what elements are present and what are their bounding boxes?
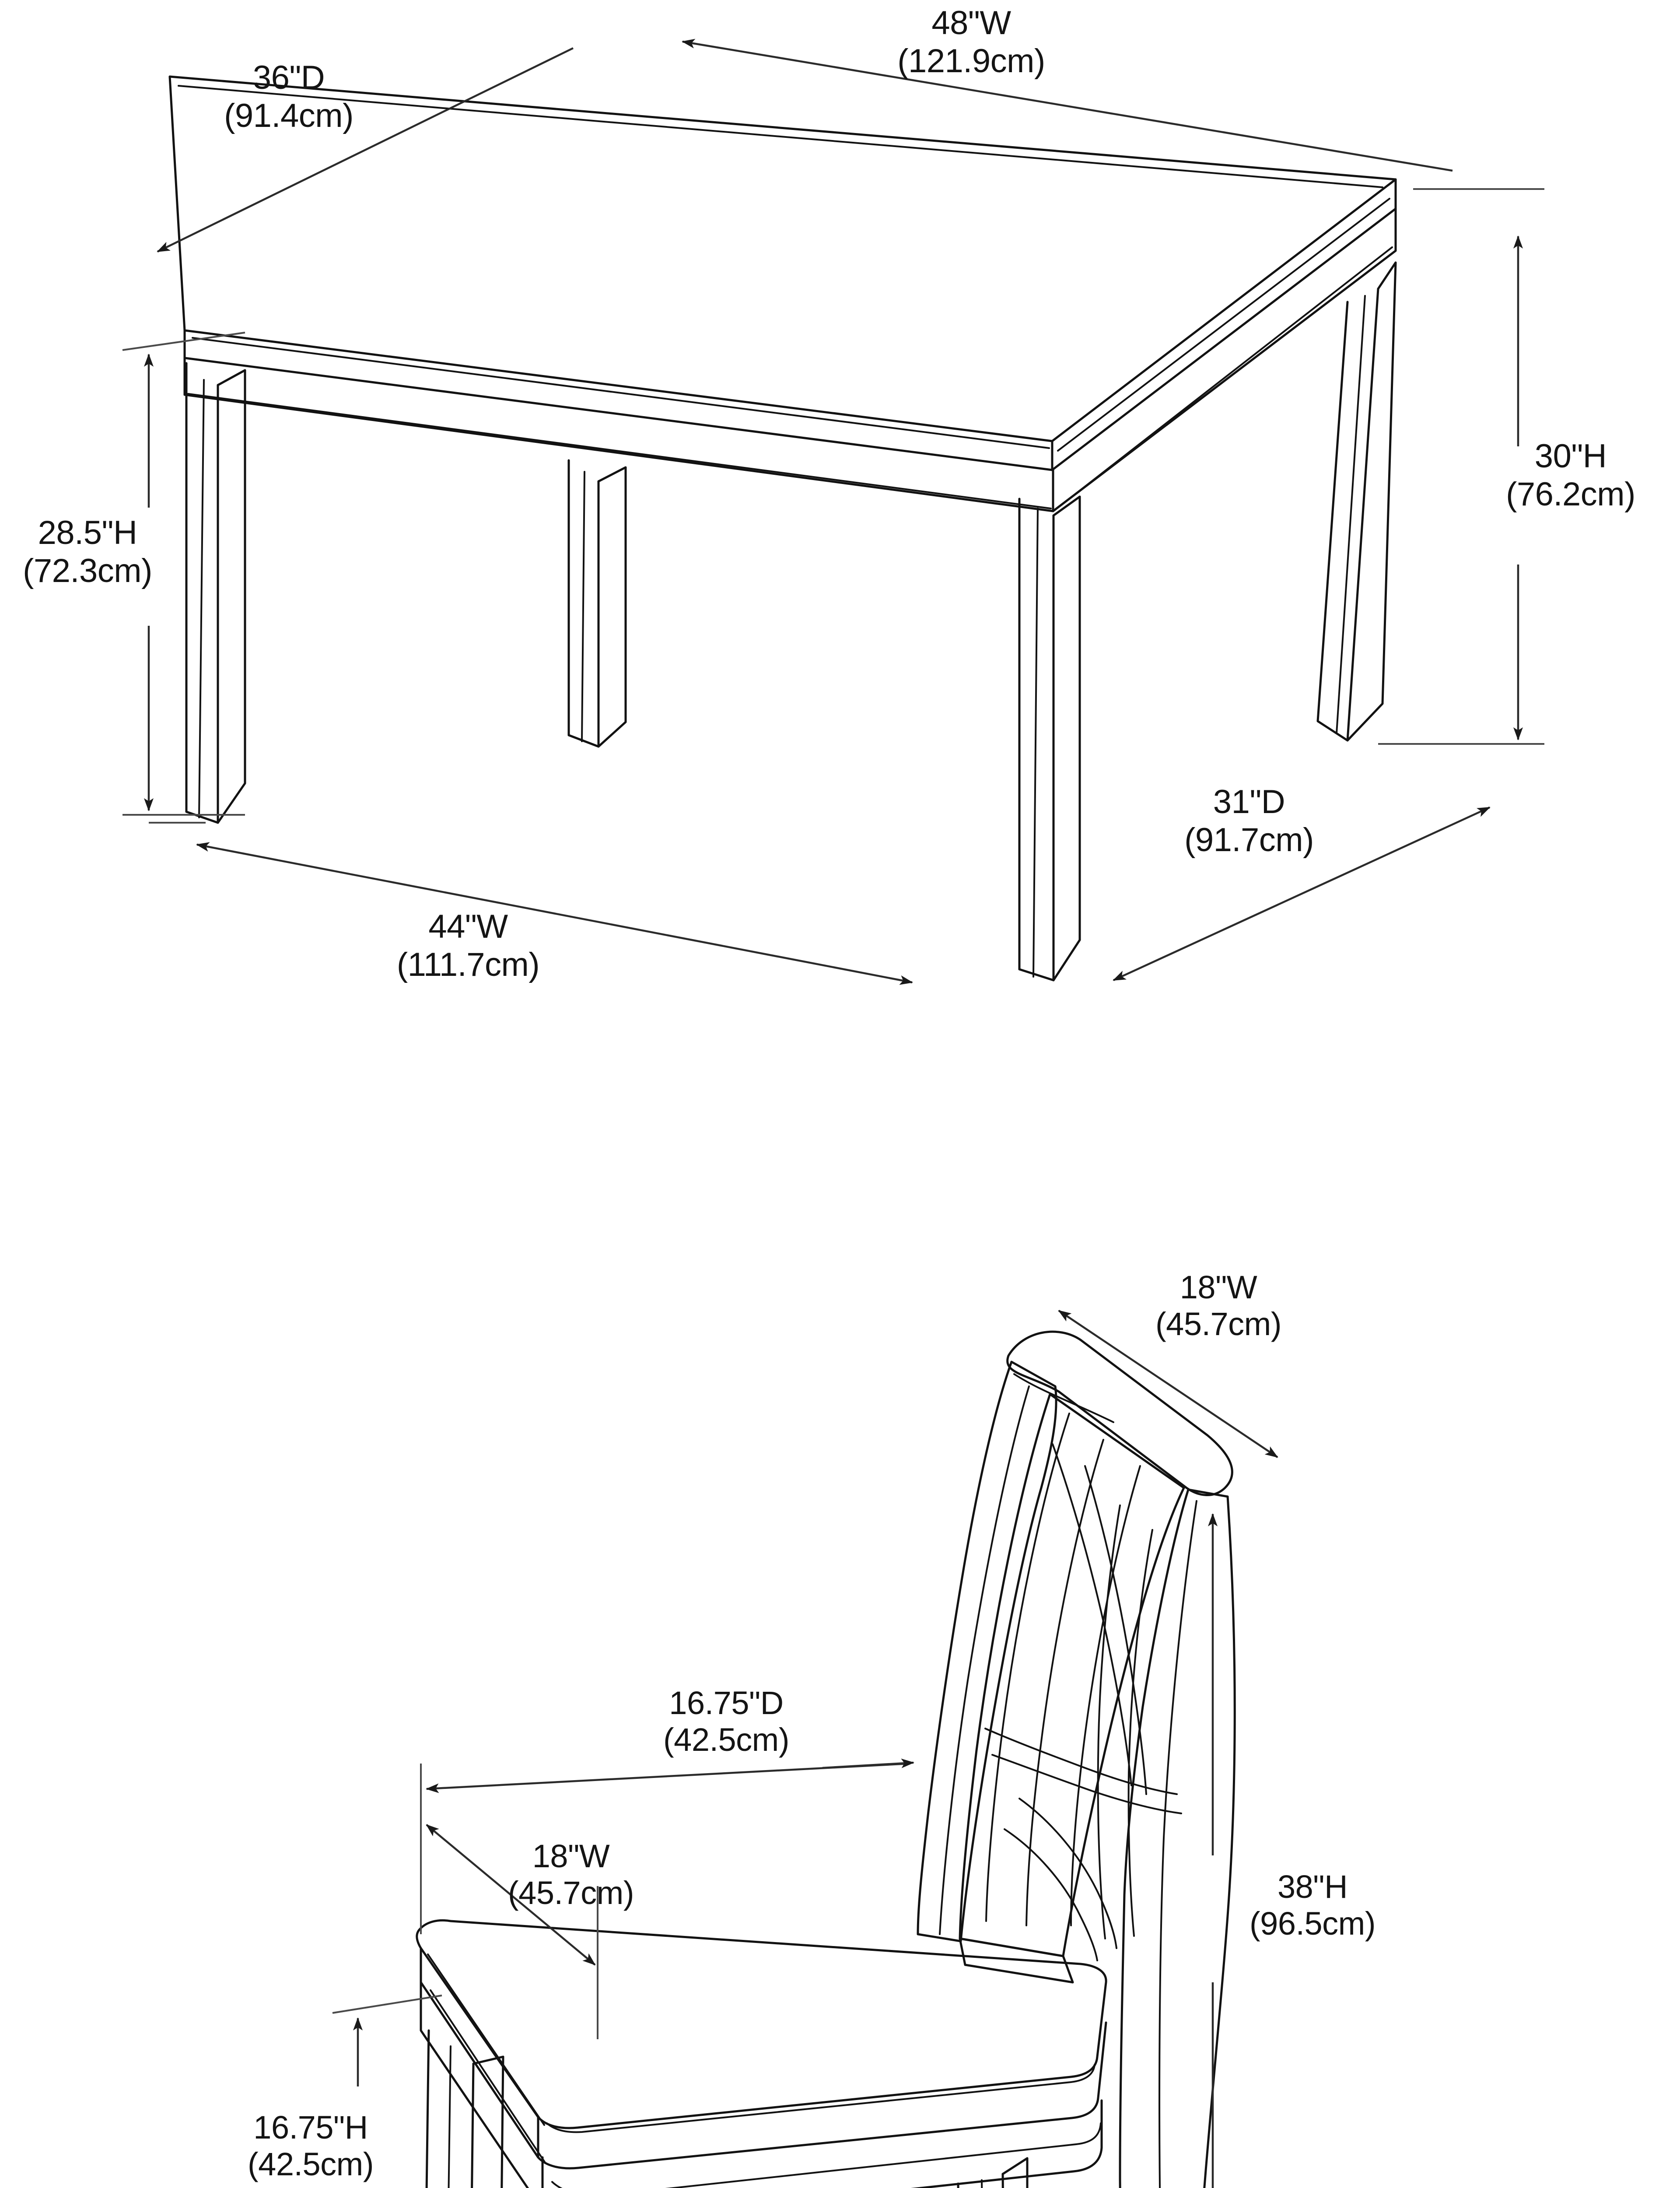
table-leg-front-right-edge xyxy=(1032,508,1039,978)
dim-line-table-depth-top xyxy=(157,47,574,253)
label-chair-seat-height-inches: 16.75"H xyxy=(253,2109,368,2146)
label-chair-seat-width: 18"W (45.7cm) xyxy=(472,1838,669,1912)
chair-crest-rail xyxy=(1006,1330,1233,1496)
label-table-height-right-inches: 30"H xyxy=(1534,438,1607,475)
chair-apron-left-line xyxy=(430,1989,546,2163)
label-table-height-left: 28.5"H (72.3cm) xyxy=(0,514,179,590)
table-apron-right xyxy=(1052,207,1397,512)
chair-apron-left xyxy=(420,1981,544,2188)
label-chair-back-width: 18"W (45.7cm) xyxy=(1120,1269,1317,1343)
label-table-base-depth-inches: 31"D xyxy=(1213,783,1285,820)
table-leg-front-left xyxy=(185,362,219,824)
label-table-base-width-cm: (111.7cm) xyxy=(396,946,540,983)
table-top-bevel-back xyxy=(178,85,1383,188)
chair-lattice-rib-1 xyxy=(985,1413,1070,1922)
chair-back-post-left-inner xyxy=(939,1385,1030,1935)
chair-back-post-right xyxy=(1119,1488,1236,2188)
chair-seat-top xyxy=(416,1919,1107,2129)
chair-lattice-rib-2 xyxy=(1026,1439,1104,1926)
dim-line-table-base-width xyxy=(196,842,913,985)
label-chair-overall-height: 38"H (96.5cm) xyxy=(1216,1869,1409,1943)
ext-line-table-height-left-top xyxy=(122,332,245,351)
chair-seat-edge-inner xyxy=(546,2064,1096,2133)
table-top-bevel-front xyxy=(192,337,1050,449)
chair-lattice-cross-a xyxy=(984,1728,1178,1795)
dim-line-table-width-top xyxy=(682,39,1453,172)
table-apron-front-line xyxy=(187,393,1052,509)
label-table-top-width: 48"W (121.9cm) xyxy=(858,4,1085,80)
label-chair-overall-height-cm: (96.5cm) xyxy=(1250,1905,1376,1942)
chair-seat-left-edge-inner xyxy=(427,1953,545,2126)
table-dimension-lines xyxy=(122,39,1544,985)
label-chair-seat-height: 16.75"H (42.5cm) xyxy=(201,2109,420,2183)
label-table-height-left-inches: 28.5"H xyxy=(38,514,137,551)
label-table-top-width-cm: (121.9cm) xyxy=(897,42,1045,80)
chair-drawing xyxy=(416,1330,1236,2188)
label-chair-back-width-inches: 18"W xyxy=(1180,1269,1257,1305)
dim-line-table-base-depth xyxy=(1113,806,1491,982)
chair-back-post-right-inner xyxy=(1158,1500,1197,2188)
table-apron-front xyxy=(183,357,1054,512)
table-leg-back-right xyxy=(1316,288,1379,742)
label-table-base-width-inches: 44"W xyxy=(428,908,508,945)
chair-leg-front-left-edge xyxy=(448,2045,452,2188)
label-chair-seat-depth-cm: (42.5cm) xyxy=(663,1722,789,1758)
label-chair-seat-width-cm: (45.7cm) xyxy=(508,1875,634,1911)
label-chair-overall-height-inches: 38"H xyxy=(1277,1869,1348,1905)
label-chair-seat-height-cm: (42.5cm) xyxy=(248,2146,374,2183)
label-table-height-right: 30"H (76.2cm) xyxy=(1470,438,1671,513)
table-leg-back-right-edge xyxy=(1336,295,1366,734)
table-leg-front-right-side xyxy=(1052,495,1081,982)
label-table-height-left-cm: (72.3cm) xyxy=(23,552,152,589)
chair-leg-front-left-side xyxy=(472,2055,504,2188)
chair-dimension-lines xyxy=(332,1310,1278,2188)
label-chair-seat-width-inches: 18"W xyxy=(532,1838,610,1874)
table-leg-middle xyxy=(567,459,600,748)
chair-lattice-loop-lower-left xyxy=(1018,1798,1117,1949)
table-top-bevel-right xyxy=(1057,198,1390,452)
table-leg-front-left-side xyxy=(217,369,246,824)
label-table-top-depth-inches: 36"D xyxy=(252,59,325,96)
chair-back-post-left xyxy=(917,1360,1057,1943)
dim-line-chair-seat-width xyxy=(426,1824,596,1966)
label-table-top-depth-cm: (91.4cm) xyxy=(224,97,354,134)
table-leg-front-left-edge xyxy=(198,379,205,818)
label-table-base-width: 44"W (111.7cm) xyxy=(363,908,573,984)
dim-line-chair-seat-depth-right xyxy=(822,1758,914,1769)
dim-line-chair-back-width xyxy=(1058,1310,1278,1458)
table-apron-right-line xyxy=(1057,246,1393,508)
label-table-base-depth-cm: (91.7cm) xyxy=(1184,821,1314,859)
chair-crest-rail-inner xyxy=(1013,1373,1114,1423)
chair-lattice-loop-upper xyxy=(1084,1465,1147,1795)
table-leg-middle-edge xyxy=(581,471,585,742)
table-drawing xyxy=(168,75,1397,982)
table-top-front-edge xyxy=(183,329,1054,471)
label-chair-back-width-cm: (45.7cm) xyxy=(1155,1306,1281,1343)
label-table-height-right-cm: (76.2cm) xyxy=(1506,475,1635,513)
chair-apron-front xyxy=(910,2099,1103,2188)
label-chair-seat-depth-inches: 16.75"D xyxy=(669,1685,784,1721)
table-leg-back-right-side xyxy=(1346,261,1397,742)
chair-leg-front-right-side xyxy=(1001,2157,1029,2188)
label-table-top-width-inches: 48"W xyxy=(931,4,1011,42)
ext-line-chair-seat-height-top xyxy=(332,1995,442,2014)
chair-lattice-rib-3 xyxy=(1070,1465,1141,1926)
table-leg-front-right xyxy=(1018,498,1055,982)
label-chair-seat-depth: 16.75"D (42.5cm) xyxy=(612,1685,840,1759)
label-table-top-depth: 36"D (91.4cm) xyxy=(192,59,385,135)
chair-lattice-cross-b xyxy=(991,1754,1182,1814)
table-leg-middle-side xyxy=(597,466,627,748)
chair-apron-front-line xyxy=(551,2122,1102,2188)
chair-seat-front-edge xyxy=(537,2021,1107,2170)
label-table-base-depth: 31"D (91.7cm) xyxy=(1151,783,1348,859)
chair-lattice-loop-upper-2 xyxy=(1052,1443,1132,1786)
chair-lattice-vert-a xyxy=(1097,1504,1121,1939)
chair-lattice-loop-lower-left-2 xyxy=(1004,1828,1098,1961)
